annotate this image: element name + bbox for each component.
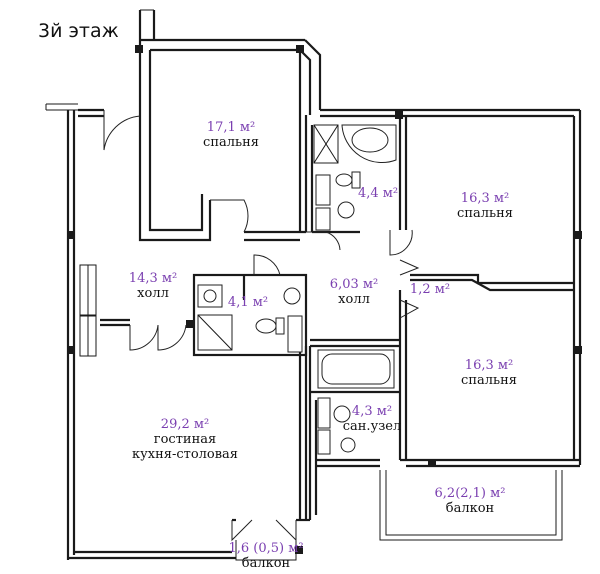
room-name: холл bbox=[137, 285, 169, 301]
room-name-2: кухня-столовая bbox=[131, 446, 239, 462]
room-area: 6,2(2,1) м² bbox=[434, 486, 506, 501]
room-name: спальня bbox=[203, 134, 259, 150]
doors bbox=[103, 110, 420, 542]
room-area: 4,3 м² bbox=[351, 404, 393, 419]
room-label-bath-2: 4,1 м² bbox=[226, 295, 270, 311]
room-name: спальня bbox=[457, 205, 513, 221]
room-name: гостиная bbox=[153, 431, 217, 447]
room-area: 1,6 (0,5) м² bbox=[228, 541, 304, 556]
outer-walls bbox=[45, 9, 582, 561]
room-label-hall-2: 6,03 м² холл bbox=[324, 277, 384, 308]
room-label-bedroom-3: 16,3 м² спальня bbox=[444, 358, 534, 389]
room-area: 16,3 м² bbox=[460, 191, 510, 206]
room-name: холл bbox=[338, 291, 370, 307]
bathroom-fixtures bbox=[197, 124, 397, 455]
room-label-bath-1: 4,4 м² bbox=[358, 186, 399, 202]
room-label-bedroom-1: 17,1 м² спальня bbox=[186, 120, 276, 151]
room-label-living: 29,2 м² гостиная кухня-столовая bbox=[120, 417, 250, 463]
room-area: 6,03 м² bbox=[329, 277, 379, 292]
room-area: 29,2 м² bbox=[160, 417, 210, 432]
room-name: спальня bbox=[461, 372, 517, 388]
room-label-bedroom-2: 16,3 м² спальня bbox=[440, 191, 530, 222]
room-area: 17,1 м² bbox=[206, 120, 256, 135]
window-markers bbox=[67, 45, 582, 554]
room-area: 14,3 м² bbox=[128, 271, 178, 286]
room-area: 4,4 м² bbox=[358, 186, 399, 201]
room-area: 16,3 м² bbox=[464, 358, 514, 373]
room-area: 1,2 м² bbox=[409, 282, 451, 297]
room-label-closet: 1,2 м² bbox=[408, 282, 452, 298]
room-label-hall-1: 14,3 м² холл bbox=[118, 271, 188, 302]
room-area: 4,1 м² bbox=[227, 295, 269, 310]
room-label-bath-3: 4,3 м² сан.узел bbox=[340, 404, 404, 435]
floor-title: 3й этаж bbox=[38, 20, 119, 42]
room-name: балкон bbox=[241, 555, 291, 571]
room-label-balcony-2: 1,6 (0,5) м² балкон bbox=[216, 541, 316, 572]
room-name: сан.узел bbox=[342, 418, 402, 434]
room-label-balcony-1: 6,2(2,1) м² балкон bbox=[420, 486, 520, 517]
room-name: балкон bbox=[445, 500, 495, 516]
